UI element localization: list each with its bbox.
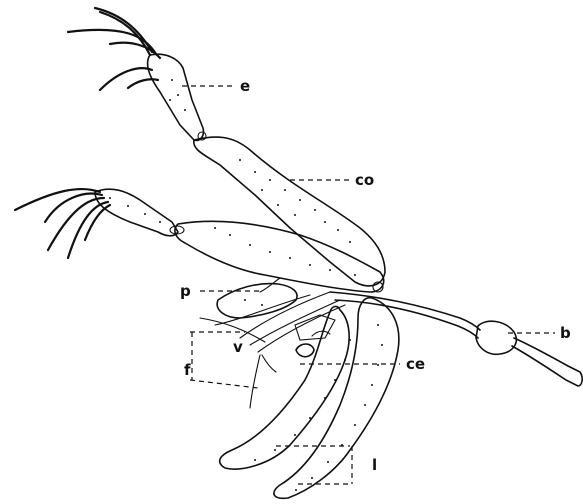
long-segment: [194, 137, 385, 286]
cercus: [296, 331, 330, 357]
label-b: b: [560, 324, 571, 342]
central-bristles: [200, 292, 345, 408]
left-claws: [15, 189, 110, 258]
upper-distal-segment: [148, 54, 206, 140]
stipple-texture: [109, 79, 383, 491]
upper-claws: [68, 8, 160, 90]
label-f: f: [184, 361, 191, 379]
left-segment: [95, 189, 384, 292]
leader-f-bottom: [190, 380, 258, 388]
leader-lines: [182, 86, 555, 484]
label-p: p: [180, 282, 191, 300]
label-co: co: [355, 171, 374, 189]
label-l: l: [372, 456, 377, 474]
label-v: v: [233, 338, 243, 356]
label-ce: ce: [406, 355, 425, 373]
label-e: e: [240, 77, 250, 95]
lower-lobe-left: [220, 306, 349, 469]
